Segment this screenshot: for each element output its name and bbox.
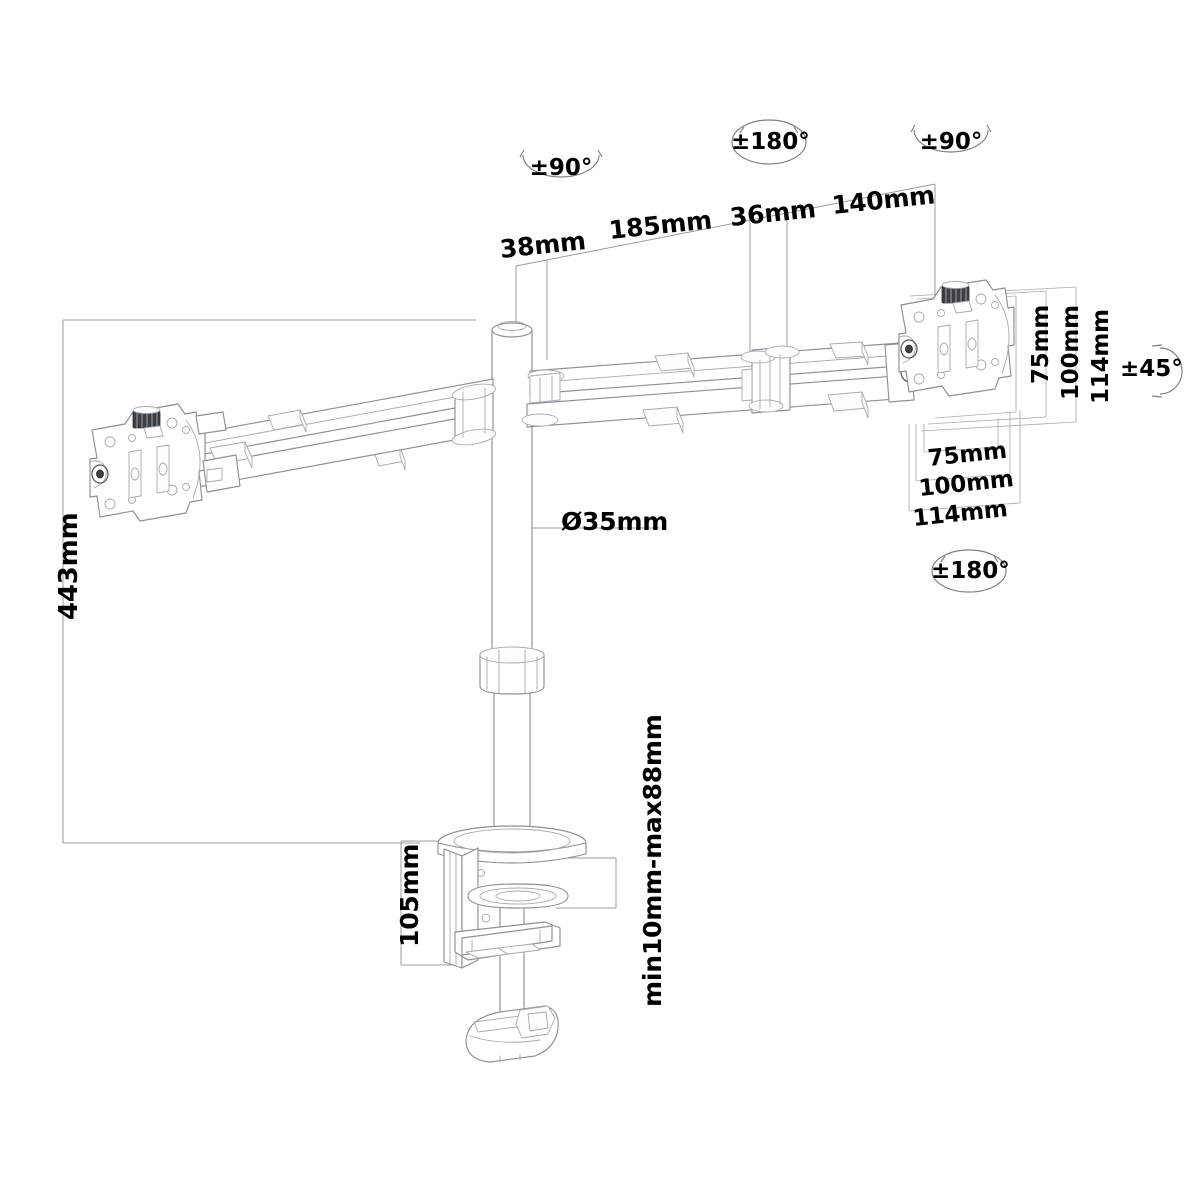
dim-label-pole-diameter: Ø35mm [561,507,669,536]
badge-elbow-rotate: ±180° [731,129,810,155]
dim-label-vesa-vertical-75: 75mm [1028,304,1054,384]
rotation-badge-arcs [519,119,1183,593]
dim-label-desk-thickness: min10mm-max88mm [638,714,667,1007]
badge-pole-swivel: ±90° [529,155,593,181]
center-pole [479,321,545,1021]
dim-label-height-overall: 443mm [54,512,84,620]
dim-label-clamp-height: 105mm [395,843,424,947]
left-arm [197,378,497,488]
dim-label-vesa-vertical-100: 100mm [1058,305,1084,400]
right-vesa-plate [898,279,1015,397]
badge-arm-swivel: ±90° [919,129,983,155]
left-vesa-plate [89,403,241,522]
badge-tilt: ±45° [1120,356,1183,382]
dim-label-vesa-vertical-114: 114mm [1088,309,1114,404]
desk-clamp [437,825,587,1063]
badge-screen-rotate: ±180° [931,558,1010,584]
right-arm [521,341,920,434]
